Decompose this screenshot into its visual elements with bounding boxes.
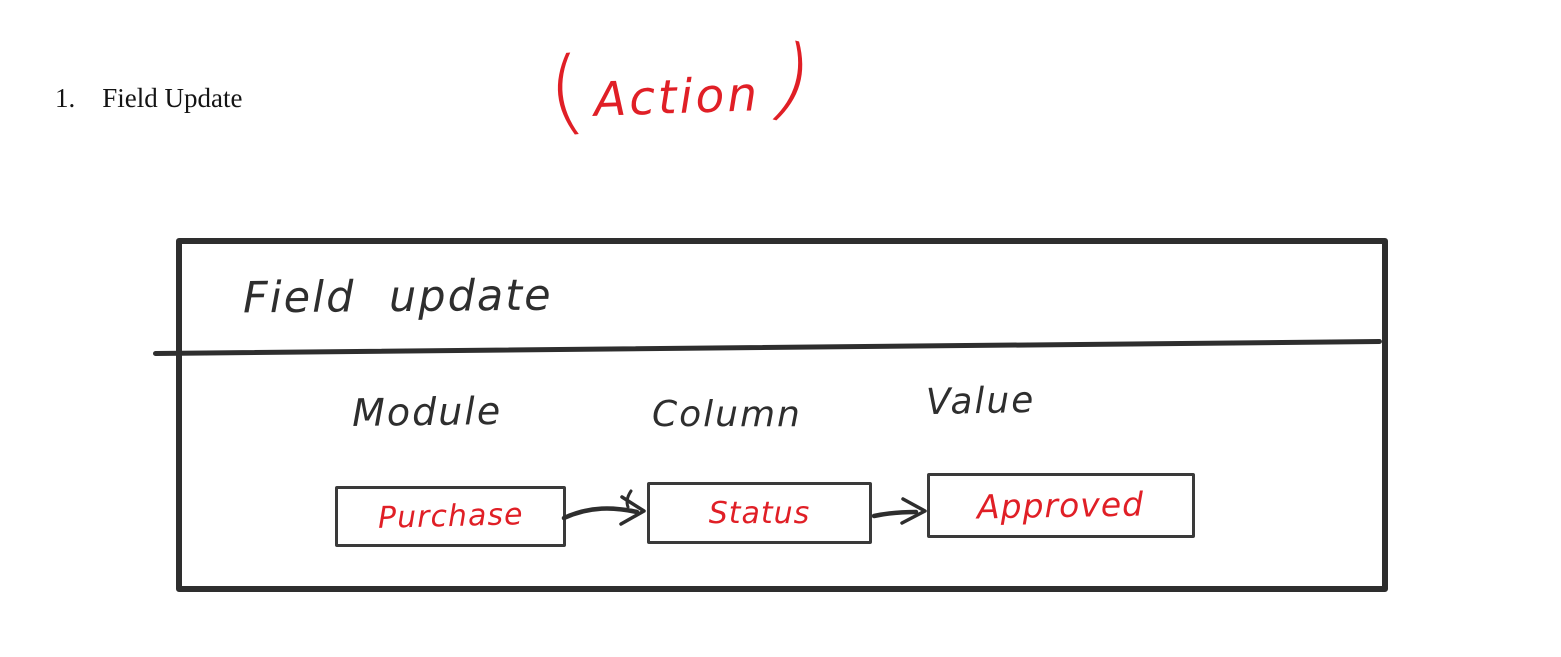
column-value-box: Status [647,482,872,544]
close-paren: ) [760,23,825,136]
module-value-text: Purchase [377,497,524,536]
module-value-box: Purchase [335,486,566,547]
column-value-text: Status [708,495,811,531]
action-annotation: ( Action ) [542,23,824,146]
panel-title: Field update [242,270,553,324]
value-value-box: Approved [927,473,1195,538]
page-title: Field Update [102,83,243,113]
list-item-number: 1. [55,83,76,113]
column-label-value: Value [925,379,1036,424]
column-label-column: Column [652,394,802,435]
column-label-module: Module [351,388,503,436]
open-paren: ( [542,36,590,147]
list-item-heading: 1. Field Update [55,83,242,114]
value-value-text: Approved [977,484,1145,527]
action-annotation-text: Action [592,67,761,128]
